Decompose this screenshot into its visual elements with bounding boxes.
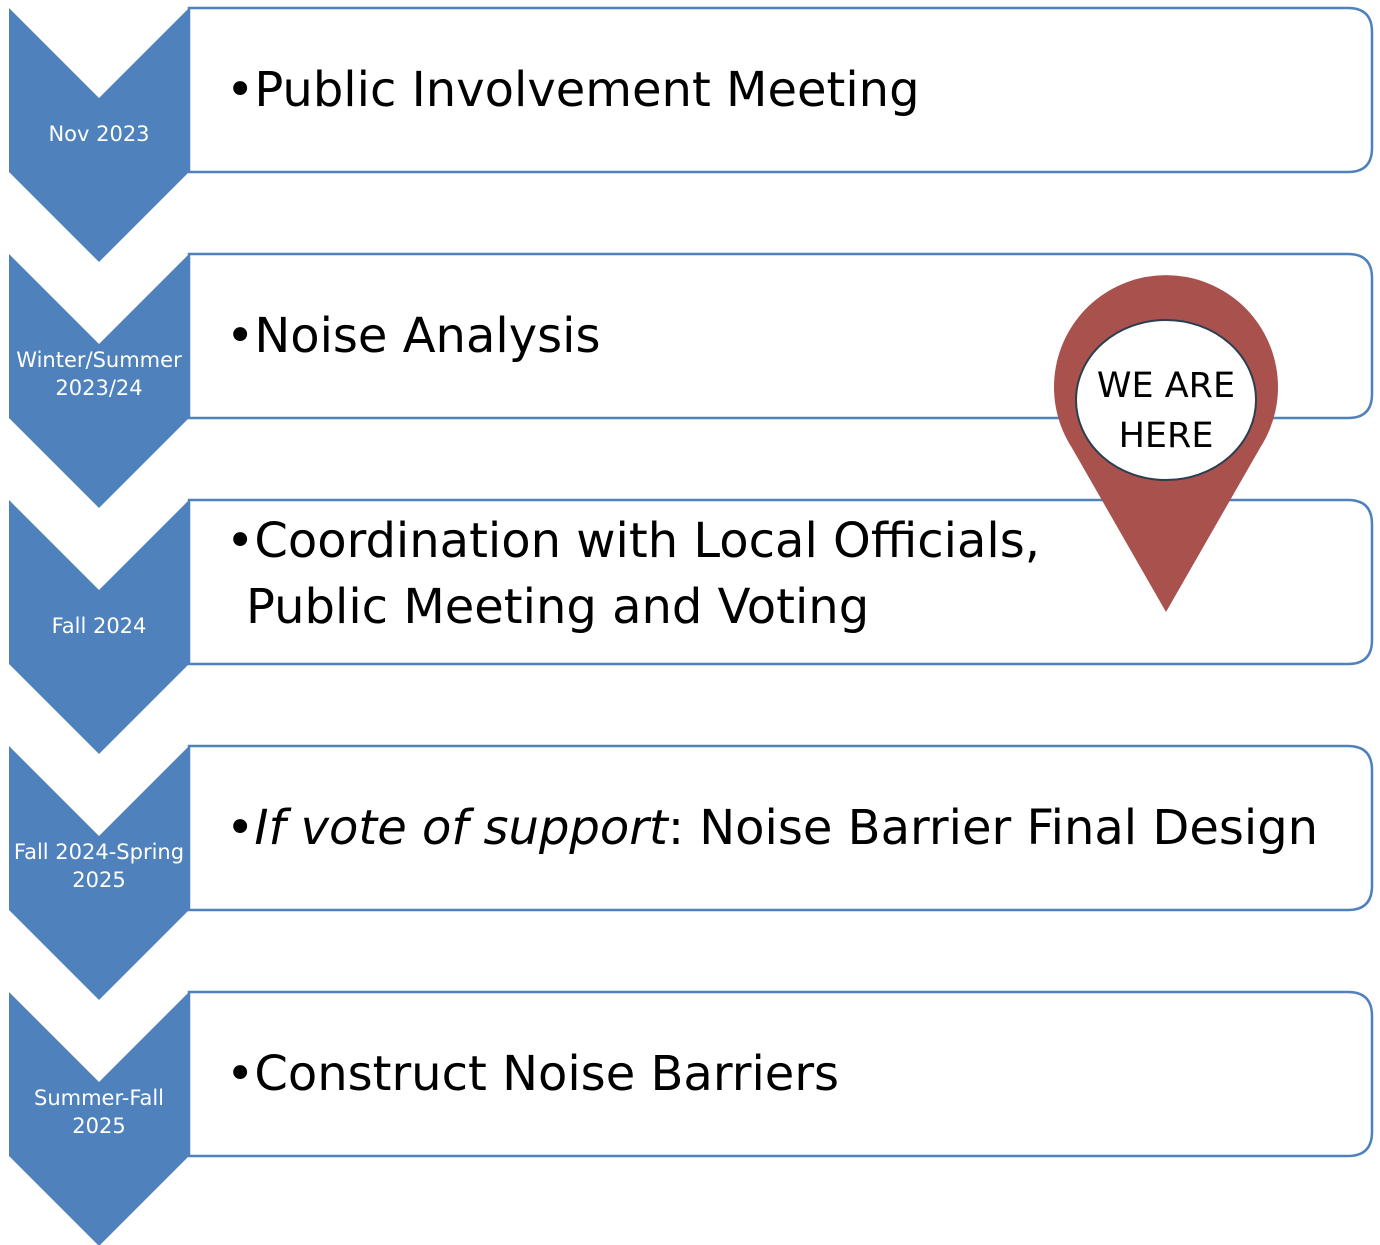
- step-text-span: Public Meeting and Voting: [246, 579, 869, 635]
- step-text-span: If vote of support: [254, 800, 670, 856]
- step-description: •If vote of support: Noise Barrier Final…: [226, 800, 1318, 856]
- step-date-label: 2025: [72, 1114, 125, 1138]
- timeline-step: Nov 2023 •Public Involvement Meeting: [9, 6, 1374, 262]
- step-description: Public Meeting and Voting: [246, 579, 869, 635]
- bullet-icon: •: [226, 800, 254, 856]
- step-description: •Coordination with Local Officials,: [226, 513, 1040, 569]
- step-date-label: Nov 2023: [48, 122, 149, 146]
- step-date-label: Fall 2024: [52, 614, 147, 638]
- bullet-icon: •: [226, 308, 254, 364]
- step-text-span: Coordination with Local Officials,: [254, 513, 1040, 569]
- step-description: •Noise Analysis: [226, 308, 600, 364]
- step-description: •Public Involvement Meeting: [226, 62, 920, 118]
- map-pin-inner-circle: [1075, 319, 1257, 481]
- step-content-box: [187, 498, 1374, 666]
- we-are-here-line-1: WE ARE: [1097, 366, 1235, 406]
- timeline-step: Summer-Fall 2025 •Construct Noise Barriers: [9, 990, 1374, 1245]
- step-date-label: Winter/Summer: [16, 348, 182, 372]
- step-chevron: [9, 500, 189, 754]
- we-are-here-line-2: HERE: [1119, 416, 1214, 456]
- step-date-label: 2023/24: [55, 376, 142, 400]
- step-text-span: Construct Noise Barriers: [254, 1046, 839, 1102]
- bullet-icon: •: [226, 513, 254, 569]
- step-date-label: Fall 2024-Spring: [14, 840, 184, 864]
- timeline-step: Fall 2024-Spring 2025 •If vote of support:…: [9, 744, 1374, 1000]
- step-chevron: [9, 992, 189, 1245]
- step-chevron: [9, 746, 189, 1000]
- step-content-box: [187, 6, 1374, 174]
- step-date-label: Summer-Fall: [34, 1086, 164, 1110]
- timeline-step: Fall 2024 •Coordination with Local Offici…: [9, 498, 1374, 754]
- step-text-span: Noise Analysis: [254, 308, 600, 364]
- step-date-label: 2025: [72, 868, 125, 892]
- step-text-span: : Noise Barrier Final Design: [668, 800, 1318, 856]
- bullet-icon: •: [226, 1046, 254, 1102]
- step-text-span: Public Involvement Meeting: [254, 62, 919, 118]
- step-content-box: [187, 744, 1374, 912]
- we-are-here-marker: WE ARE HERE: [1054, 275, 1278, 612]
- timeline-steps: Nov 2023•Public Involvement MeetingWinte…: [9, 6, 1374, 1245]
- step-chevron: [9, 8, 189, 262]
- bullet-icon: •: [226, 62, 254, 118]
- step-chevron: [9, 254, 189, 508]
- step-content-box: [187, 990, 1374, 1158]
- step-description: •Construct Noise Barriers: [226, 1046, 839, 1102]
